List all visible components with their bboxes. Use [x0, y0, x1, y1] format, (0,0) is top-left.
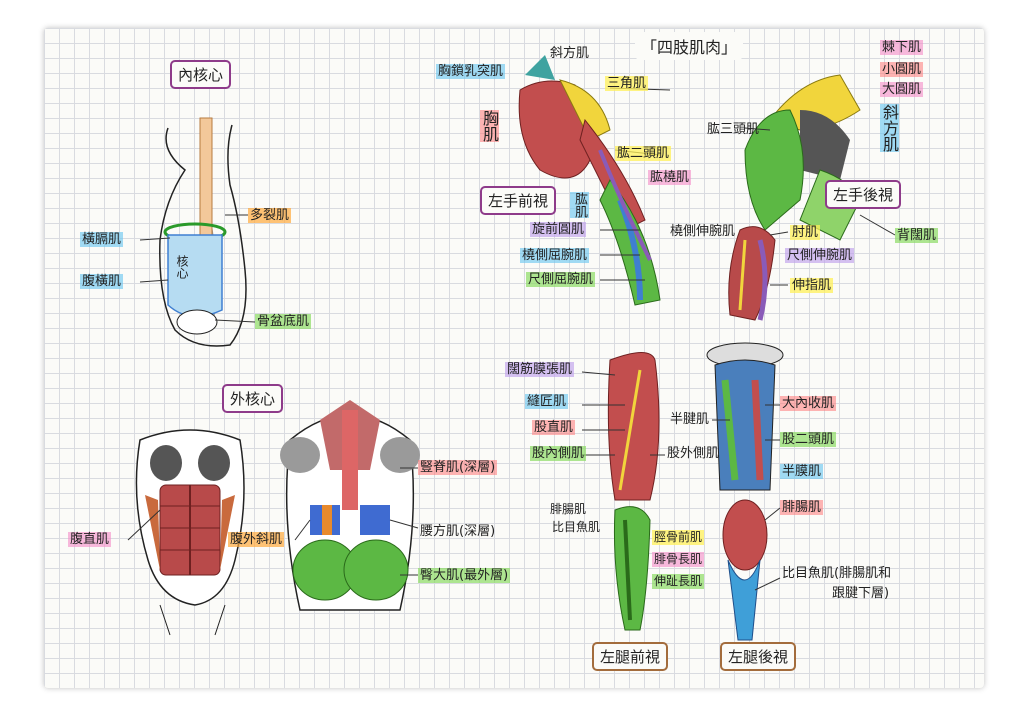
pelvis-shape [176, 309, 218, 335]
label-adductor-magnus-left: 半腱肌 [670, 412, 710, 427]
label-rectus-abdominis: 腹直肌 [68, 532, 112, 547]
label-gastrocnemius-front: 腓腸肌 [550, 502, 587, 516]
label-gastrocnemius-back: 腓腸肌 [780, 500, 824, 515]
label-peroneus-longus: 腓骨長肌 [652, 552, 705, 567]
spine-shape [199, 117, 213, 249]
label-infraspinatus: 棘下肌 [880, 40, 924, 55]
label-extensor-carpi-radialis: 橈側伸腕肌 [670, 224, 736, 239]
label-trapezius-back: 斜方肌 [880, 104, 899, 152]
leg-front-drawing [607, 352, 660, 631]
outer-core-front-drawing [135, 429, 245, 636]
label-anconeus: 肘肌 [790, 225, 821, 240]
label-biceps: 肱二頭肌 [615, 146, 672, 161]
label-tfl: 闊筋膜張肌 [505, 362, 575, 377]
label-transversus: 腹橫肌 [80, 274, 124, 289]
label-pronator-teres: 旋前圓肌 [530, 222, 587, 237]
title-left-arm-back: 左手後視 [825, 180, 902, 209]
label-sartorius: 縫匠肌 [525, 394, 569, 409]
label-pelvic-floor: 骨盆底肌 [255, 314, 312, 329]
label-teres-minor: 小圓肌 [880, 62, 924, 77]
label-deltoid: 三角肌 [605, 76, 649, 91]
label-extensor-carpi-ulnaris: 尺側伸腕肌 [785, 248, 855, 263]
outer-core-back-drawing [280, 400, 420, 611]
label-diaphragm: 橫膈肌 [80, 232, 124, 247]
label-adductor-magnus: 大內收肌 [780, 396, 837, 411]
label-semimembranosus: 半膜肌 [780, 464, 824, 479]
label-vastus-lateralis: 股外側肌 [667, 446, 720, 461]
label-soleus-back: 比目魚肌(腓腸肌和 [782, 566, 892, 581]
label-multifidus: 多裂肌 [248, 208, 292, 223]
leg-back-drawing [706, 342, 784, 641]
title-limbs: 「四肢肌肉」 [635, 32, 744, 60]
label-external-oblique: 腹外斜肌 [228, 532, 285, 547]
label-pectoral: 胸肌 [480, 110, 499, 142]
label-core: 核心 [175, 255, 189, 279]
label-flexor-carpi-ulnaris: 尺側屈腕肌 [526, 272, 596, 287]
label-extensor-digitorum: 伸指肌 [790, 278, 834, 293]
label-rectus-femoris: 股直肌 [532, 420, 576, 435]
label-extensor-hallucis: 伸趾長肌 [652, 574, 705, 589]
label-sternocleidomastoid: 胸鎖乳突肌 [436, 64, 506, 79]
arm-front-drawing [518, 55, 661, 306]
label-brachioradialis-front: 肱橈肌 [648, 170, 692, 185]
label-tibialis-anterior: 脛骨前肌 [652, 530, 705, 545]
title-left-leg-front: 左腿前視 [592, 642, 669, 671]
title-left-arm-front: 左手前視 [480, 186, 557, 215]
title-outer-core: 外核心 [222, 384, 284, 413]
label-quadratus-lumborum: 腰方肌(深層) [420, 524, 496, 539]
label-brachialis: 肱肌 [570, 192, 589, 218]
label-teres-major: 大圓肌 [880, 82, 924, 97]
label-soleus-front: 比目魚肌 [552, 520, 601, 534]
label-soleus-back-2: 跟腱下層) [832, 586, 890, 601]
label-triceps: 肱三頭肌 [707, 122, 760, 137]
label-biceps-femoris: 股二頭肌 [780, 432, 837, 447]
label-trapezius-front: 斜方肌 [550, 46, 590, 61]
title-inner-core: 內核心 [170, 60, 232, 89]
label-gluteus-maximus: 臀大肌(最外層) [418, 568, 511, 583]
label-vastus-medialis: 股內側肌 [530, 446, 587, 461]
label-flexor-carpi-radialis: 橈側屈腕肌 [520, 248, 590, 263]
label-erector-spinae: 豎脊肌(深層) [418, 460, 498, 475]
title-left-leg-back: 左腿後視 [720, 642, 797, 671]
label-latissimus: 背闊肌 [895, 228, 939, 243]
leader-lines [127, 87, 896, 591]
